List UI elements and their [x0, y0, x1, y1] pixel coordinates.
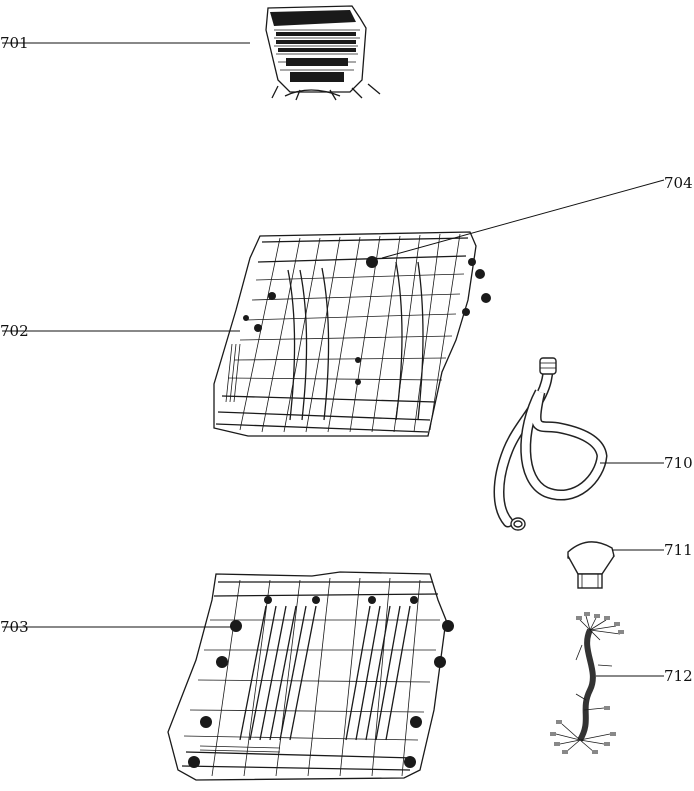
part-701-cutlery-basket	[265, 5, 381, 101]
callout-label-710: 710	[664, 454, 693, 472]
callout-702: 702	[0, 322, 240, 340]
part-712-wiring-harness	[550, 612, 624, 754]
part-703-lower-basket	[167, 571, 454, 781]
callout-label-704: 704	[664, 174, 693, 192]
callout-710: 710	[600, 454, 693, 472]
callout-711: 711	[612, 541, 693, 559]
callout-703: 703	[0, 618, 232, 636]
callout-label-703: 703	[0, 618, 29, 636]
callout-label-701: 701	[0, 34, 29, 52]
callout-label-711: 711	[664, 541, 693, 559]
part-702-upper-basket	[213, 231, 491, 437]
callout-701: 701	[0, 34, 250, 52]
part-711-knob	[567, 541, 615, 589]
callout-label-712: 712	[664, 667, 693, 685]
callout-704: 704	[381, 174, 693, 259]
callout-label-702: 702	[0, 322, 29, 340]
part-710-hose	[493, 357, 608, 531]
callout-712: 712	[596, 667, 693, 685]
